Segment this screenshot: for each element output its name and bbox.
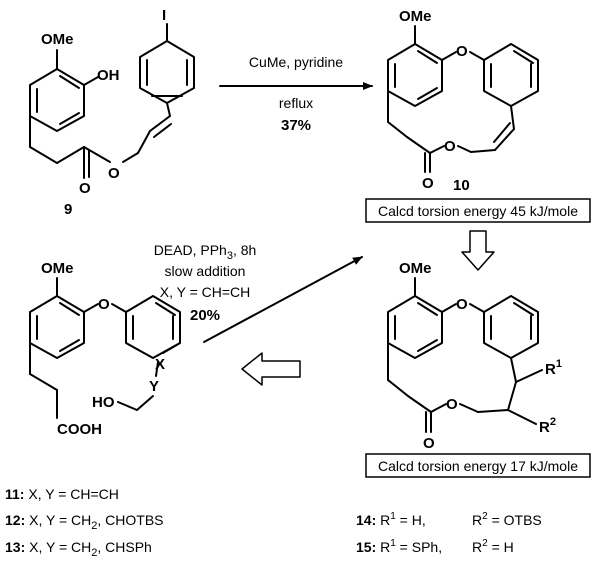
addition-note-2: slow addition [165,263,246,279]
xy-definition-2: X, Y = CH=CH [160,284,251,300]
ester-o-label-9: O [108,165,120,182]
r2-label-14: R2 [539,416,556,436]
reagents-2: DEAD, PPh3, 8h [154,242,257,262]
retro-arrow-left [241,352,301,386]
legend-item-15: 15: R1 = SPh,R2 = H [356,538,514,555]
carbonyl-o-label-14: O [423,435,435,452]
torsion-energy-box-1 [365,198,591,223]
ome-label-10: OMe [399,8,432,25]
ho-label-11: HO [92,394,115,411]
torsion-energy-1: Calcd torsion energy 45 kJ/mole [378,203,578,219]
ome-label-9: OMe [41,31,74,48]
legend-item-12: 12: X, Y = CH2, CHOTBS [5,512,164,532]
conditions-1: reflux [279,95,313,111]
legend-item-14: 14: R1 = H,R2 = OTBS [356,511,542,528]
yield-1: 37% [281,117,311,134]
compound-10-structure [387,25,539,173]
reaction-arrow-2 [203,256,363,343]
ester-o-label-14: O [446,396,458,413]
compound-9-number: 9 [64,201,72,218]
compound-10-number: 10 [453,177,470,194]
x-label-11: X [155,356,165,373]
ome-label-11: OMe [41,260,74,277]
yield-2: 20% [190,307,220,324]
ome-label-14: OMe [399,260,432,277]
compound-11-13-structure [29,277,181,419]
y-label-11: Y [149,378,159,395]
r1-label-14: R1 [545,358,562,378]
oh-label-9: OH [97,67,120,84]
carbonyl-o-label-9: O [79,180,91,197]
legend-item-13: 13: X, Y = CH2, CHSPh [5,539,152,559]
retro-arrow-down [461,230,495,271]
ether-o-label-14: O [456,296,468,313]
compound-14-15-structure [387,277,543,433]
torsion-energy-box-2 [365,453,591,478]
ether-o-label-10: O [456,43,468,60]
carbonyl-o-label-10: O [422,175,434,192]
ether-o-label-11: O [98,296,110,313]
reagents-1: CuMe, pyridine [249,54,343,70]
legend-item-11: 11: X, Y = CH=CH [5,486,119,502]
cooh-label-11: COOH [57,421,102,438]
compound-9-structure [29,23,195,179]
ester-o-label-10: O [444,138,456,155]
iodine-label-9: I [162,7,166,24]
torsion-energy-2: Calcd torsion energy 17 kJ/mole [378,458,578,474]
